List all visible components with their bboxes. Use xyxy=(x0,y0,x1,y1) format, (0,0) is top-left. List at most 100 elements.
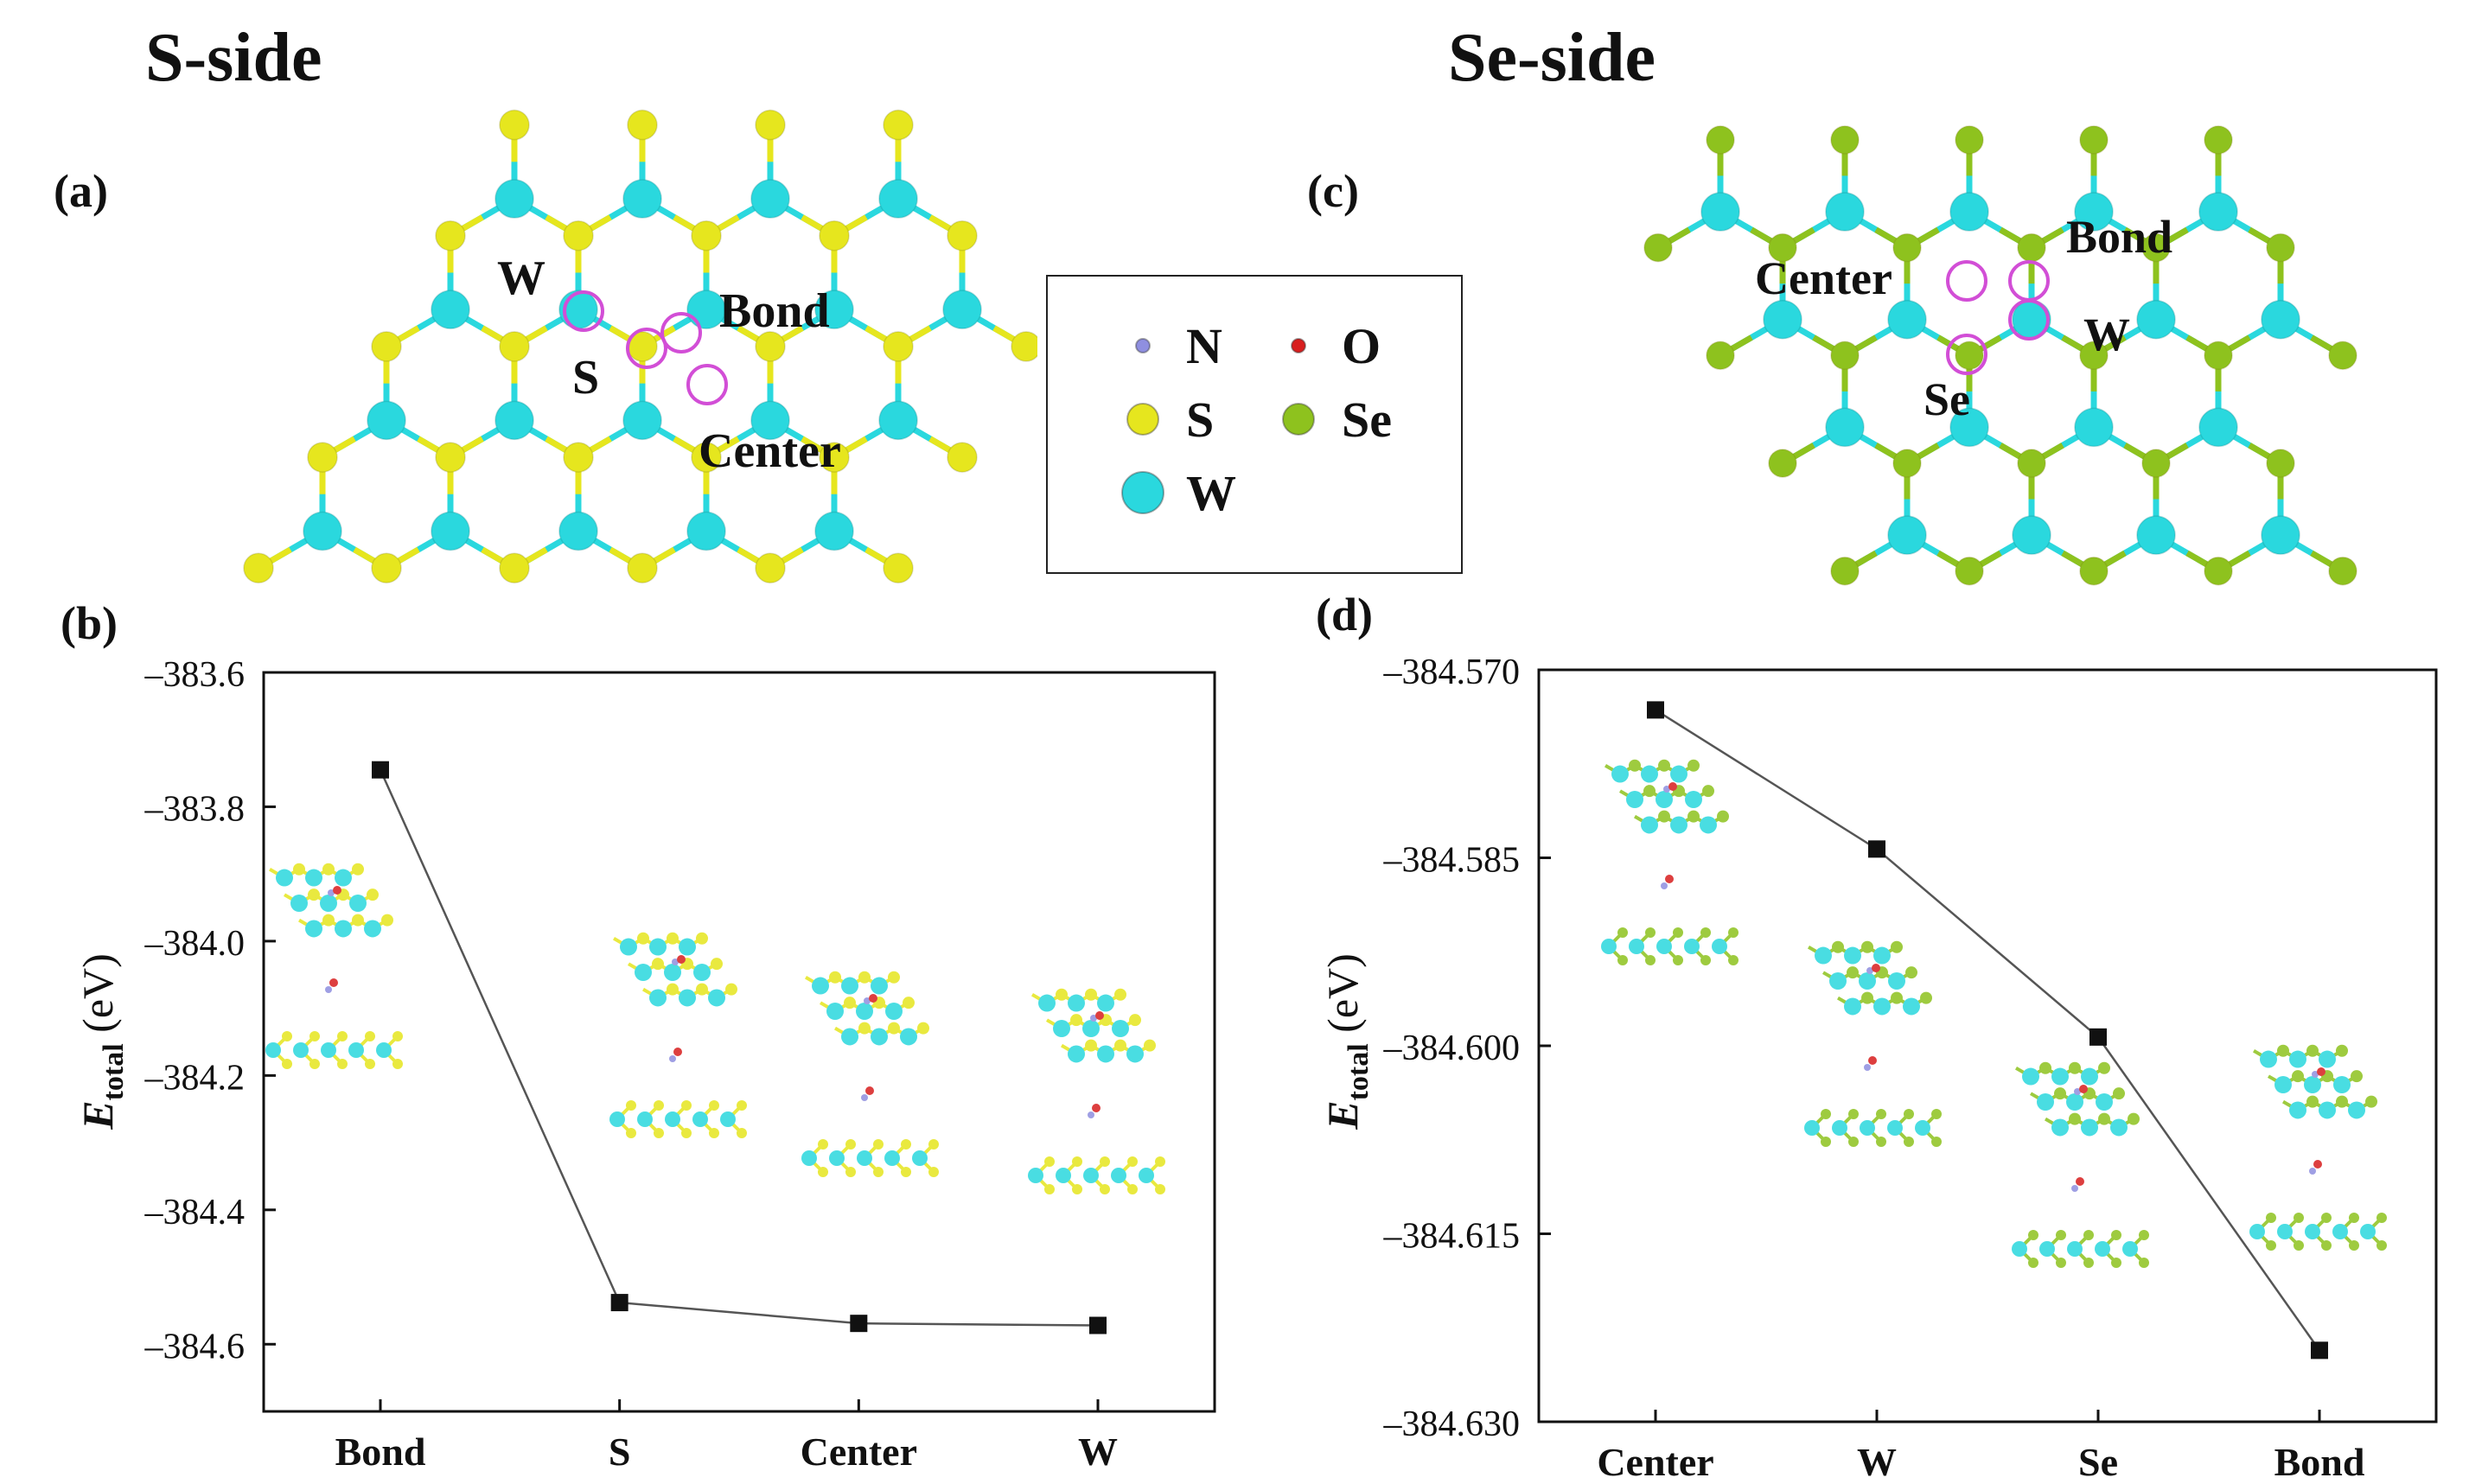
tungsten-atom xyxy=(2136,515,2176,555)
chalcogen-atom xyxy=(1768,449,1797,478)
y-tick-label: –383.8 xyxy=(144,789,246,829)
adsorption-inset xyxy=(801,971,939,1177)
y-tick-label: –383.6 xyxy=(144,655,246,695)
legend-label-s: S xyxy=(1186,392,1214,448)
chalcogen-atom xyxy=(2328,341,2357,371)
site-marker-center xyxy=(686,364,728,405)
site-marker-se xyxy=(1946,334,1987,375)
series-line xyxy=(379,769,1099,1327)
chalcogen-atom xyxy=(1706,341,1735,371)
chalcogen-atom xyxy=(755,109,786,141)
tungsten-atom xyxy=(1949,192,1989,232)
chalcogen-atom xyxy=(243,552,274,583)
site-markers-a xyxy=(563,290,728,405)
panel-label-d: (d) xyxy=(1316,589,1373,640)
site-marker-center xyxy=(1946,260,1987,302)
site-label-bond: Bond xyxy=(719,284,830,338)
chalcogen-atom xyxy=(819,220,850,252)
s-side-lattice xyxy=(243,109,1037,583)
tungsten-atom xyxy=(2261,515,2300,555)
chalcogen-atom xyxy=(2204,556,2233,586)
chalcogen-atom xyxy=(563,220,594,252)
chalcogen-atom xyxy=(627,552,658,583)
chalcogen-atom xyxy=(2204,341,2233,371)
chalcogen-atom xyxy=(1955,556,1984,586)
chart-d: –384.570–384.585–384.600–384.615–384.630… xyxy=(1318,653,2438,1484)
chalcogen-atom xyxy=(627,109,658,141)
chalcogen-atom xyxy=(1955,341,1984,371)
tungsten-atom xyxy=(494,400,534,441)
chalcogen-atom xyxy=(1830,556,1860,586)
tungsten-atom xyxy=(878,400,918,441)
tungsten-atom xyxy=(686,511,726,551)
adsorption-inset xyxy=(609,932,747,1138)
site-markers-c xyxy=(1946,260,2050,375)
x-tick-label: W xyxy=(1078,1430,1118,1474)
site-label-center: Center xyxy=(1755,252,1892,304)
x-tick-label: Se xyxy=(2078,1440,2118,1484)
data-point-bond xyxy=(2311,1341,2328,1360)
chalcogen-atom xyxy=(947,442,978,473)
y-tick-label: –384.615 xyxy=(1383,1217,1521,1257)
tungsten-atom xyxy=(1887,515,1927,555)
chalcogen-atom xyxy=(883,552,914,583)
adsorption-inset xyxy=(1804,940,1942,1147)
chart-b-ylabel-sub: total xyxy=(98,1043,130,1100)
chalcogen-atom xyxy=(499,331,530,362)
chalcogen-atom xyxy=(755,552,786,583)
data-point-center xyxy=(1647,701,1664,719)
site-marker-w xyxy=(2008,299,2050,341)
chalcogen-atom xyxy=(435,442,466,473)
tungsten-atom xyxy=(1825,407,1865,448)
tungsten-atom xyxy=(1887,299,1927,340)
chalcogen-atom xyxy=(1706,125,1735,155)
x-tick-label: S xyxy=(609,1430,631,1474)
chalcogen-atom xyxy=(947,220,978,252)
tungsten-atom xyxy=(622,400,662,441)
tungsten-atom xyxy=(431,290,470,329)
chalcogen-atom xyxy=(1892,449,1922,478)
chart-b-insets xyxy=(265,863,1165,1194)
tungsten-atom xyxy=(1825,192,1865,232)
chalcogen-atom xyxy=(2141,449,2171,478)
chart-d-ylabel-main: E xyxy=(1318,1100,1367,1130)
y-tick-label: –384.4 xyxy=(144,1193,246,1232)
site-label-s: S xyxy=(572,351,599,404)
x-tick-label: Center xyxy=(801,1430,917,1474)
chalcogen-atom xyxy=(1830,125,1860,155)
tungsten-atom xyxy=(942,290,982,329)
data-point-se xyxy=(2089,1028,2107,1046)
data-point-center xyxy=(850,1315,868,1333)
y-tick-label: –384.6 xyxy=(144,1327,246,1366)
legend-label-o: O xyxy=(1342,318,1381,374)
y-tick-label: –384.2 xyxy=(144,1058,246,1098)
site-label-se: Se xyxy=(1924,373,1970,425)
chalcogen-atom xyxy=(371,331,402,362)
chart-d-ylabel-unit: (eV) xyxy=(1318,953,1367,1043)
chalcogen-atom xyxy=(691,220,722,252)
structure-c-se-side: Center Bond W Se xyxy=(1643,125,2357,586)
tungsten-atom xyxy=(2074,407,2114,448)
tungsten-atom xyxy=(2261,299,2300,340)
structure-a-s-side: W Bond S Center xyxy=(243,109,1037,583)
panel-label-a: (a) xyxy=(54,165,108,217)
legend-label-se: Se xyxy=(1342,392,1392,448)
tungsten-atom xyxy=(750,400,790,441)
y-tick-label: –384.630 xyxy=(1383,1404,1521,1444)
chalcogen-atom xyxy=(2079,125,2109,155)
chart-d-insets xyxy=(1601,759,2387,1268)
chalcogen-atom xyxy=(2017,232,2046,263)
tungsten-atom xyxy=(750,179,790,219)
site-marker-bond xyxy=(660,312,702,353)
site-marker-w xyxy=(563,290,604,332)
legend-swatch-o xyxy=(1291,338,1306,353)
data-point-w xyxy=(1089,1316,1107,1334)
x-tick-label: W xyxy=(1857,1440,1897,1484)
chalcogen-atom xyxy=(499,109,530,141)
legend-swatch-w xyxy=(1121,471,1164,514)
s-side-title: S-side xyxy=(145,20,322,96)
chart-b: –383.6–383.8–384.0–384.2–384.4–384.6Bond… xyxy=(73,655,1216,1474)
y-tick-label: –384.585 xyxy=(1383,841,1521,881)
